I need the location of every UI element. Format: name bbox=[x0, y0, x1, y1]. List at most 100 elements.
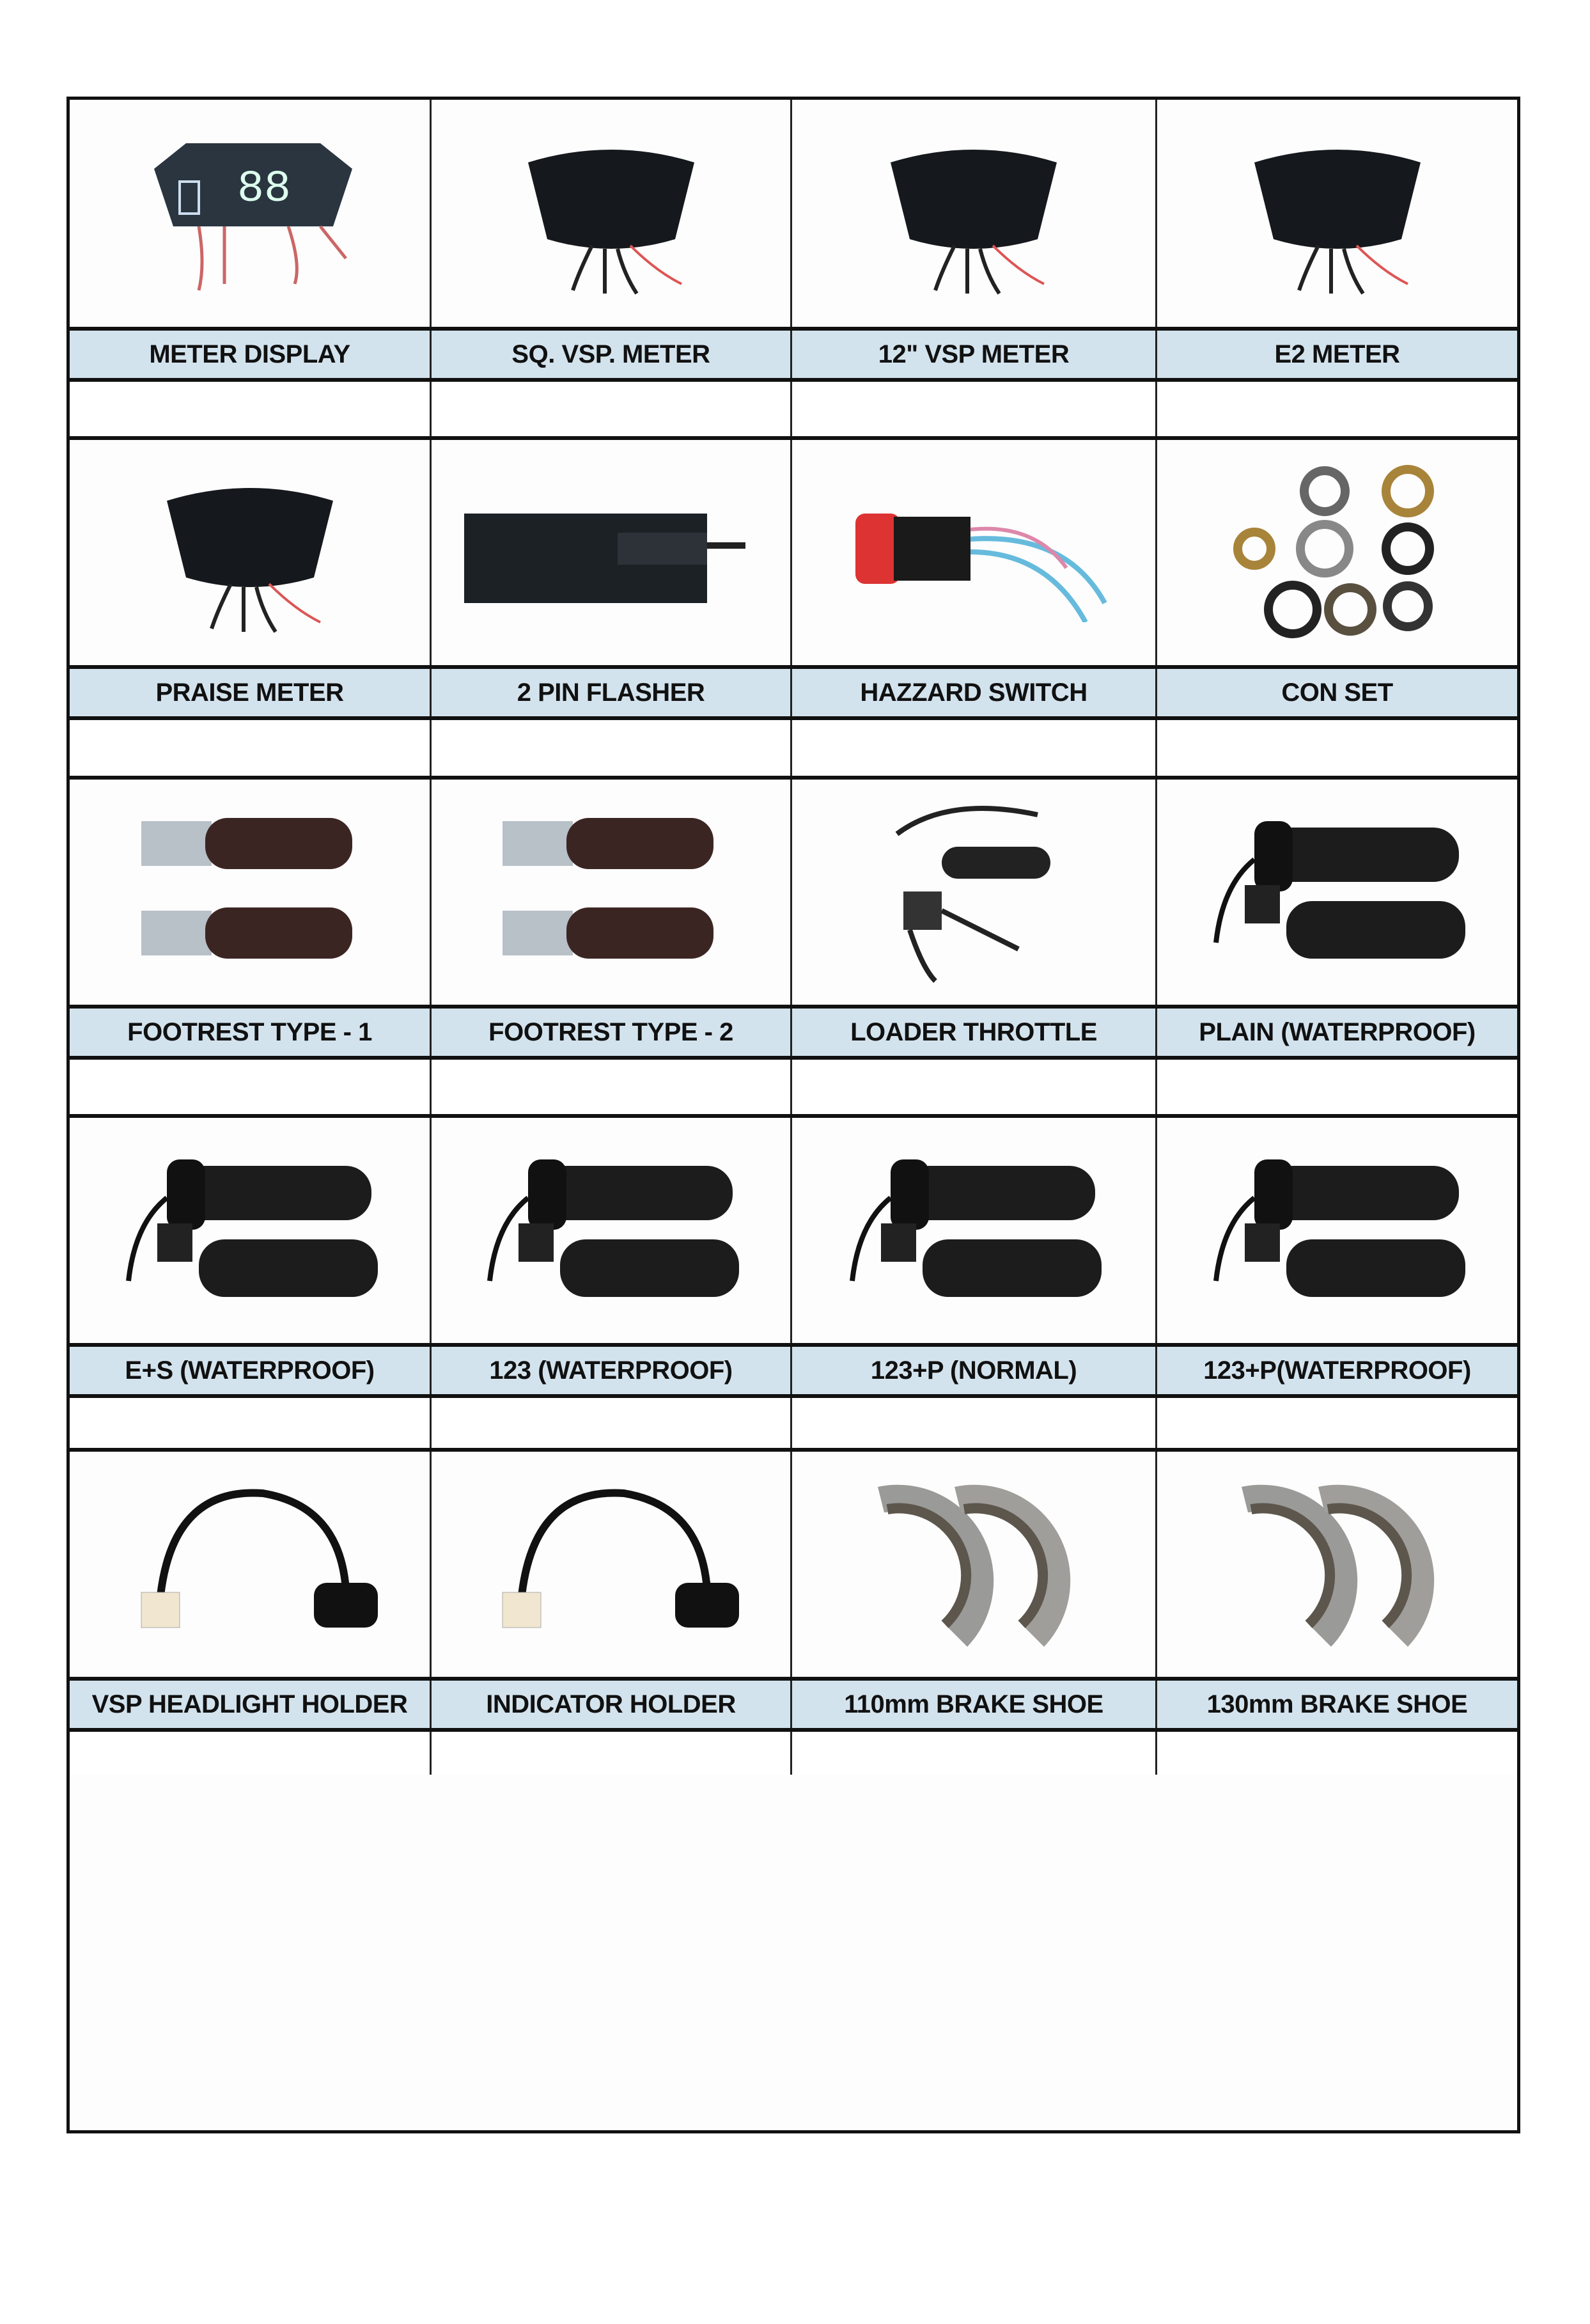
product-image-cell bbox=[70, 438, 432, 665]
product-label-row: METER DISPLAY SQ. VSP. METER 12" VSP METER… bbox=[70, 327, 1517, 382]
product-image-row bbox=[70, 1450, 1517, 1677]
grip-icon bbox=[1190, 1134, 1485, 1326]
product-row: VSP HEADLIGHT HOLDER INDICATOR HOLDER 110m… bbox=[70, 1448, 1517, 1777]
product-label-cell: E2 METER bbox=[1157, 331, 1517, 378]
product-image-cell bbox=[1157, 438, 1517, 665]
product-image-row: 88 bbox=[70, 100, 1517, 327]
product-label: SQ. VSP. METER bbox=[511, 340, 710, 368]
grip-icon bbox=[827, 1134, 1121, 1326]
product-image-cell bbox=[432, 100, 792, 327]
row-divider bbox=[70, 1448, 1517, 1452]
blank-cell bbox=[432, 1398, 792, 1450]
blank-cell bbox=[792, 1398, 1157, 1450]
product-label: METER DISPLAY bbox=[149, 340, 350, 368]
blank-cell bbox=[1157, 382, 1517, 438]
product-label-cell: FOOTREST TYPE - 2 bbox=[432, 1009, 792, 1056]
blank-cell bbox=[1157, 1060, 1517, 1116]
product-label: CON SET bbox=[1281, 678, 1393, 707]
blank-cell bbox=[432, 1732, 792, 1775]
blank-cell bbox=[792, 1060, 1157, 1116]
grip-icon bbox=[103, 1134, 397, 1326]
product-image-cell bbox=[70, 1450, 432, 1677]
product-image-cell bbox=[432, 778, 792, 1005]
product-label-cell: METER DISPLAY bbox=[70, 331, 432, 378]
brake-shoe-icon bbox=[839, 1461, 1108, 1666]
product-label: 2 PIN FLASHER bbox=[517, 678, 705, 707]
product-label-cell: 12" VSP METER bbox=[792, 331, 1157, 378]
product-label-cell: PRAISE METER bbox=[70, 669, 432, 716]
flasher-icon bbox=[451, 488, 771, 616]
product-label: 12" VSP METER bbox=[878, 340, 1070, 368]
grip-icon bbox=[464, 1134, 758, 1326]
blank-row bbox=[70, 720, 1517, 778]
product-label-cell: E+S (WATERPROOF) bbox=[70, 1347, 432, 1394]
product-image-row bbox=[70, 1116, 1517, 1343]
wire-holder-icon bbox=[97, 1468, 403, 1660]
product-image-cell bbox=[792, 438, 1157, 665]
product-label: 130mm BRAKE SHOE bbox=[1206, 1690, 1468, 1718]
product-label: INDICATOR HOLDER bbox=[486, 1690, 736, 1718]
product-label-cell: CON SET bbox=[1157, 669, 1517, 716]
product-label-row: VSP HEADLIGHT HOLDER INDICATOR HOLDER 110m… bbox=[70, 1677, 1517, 1732]
product-image-cell bbox=[792, 100, 1157, 327]
blank-cell bbox=[432, 382, 792, 438]
product-label: E+S (WATERPROOF) bbox=[125, 1356, 375, 1385]
blank-row bbox=[70, 1060, 1517, 1116]
product-label-cell: SQ. VSP. METER bbox=[432, 331, 792, 378]
brake-shoe-icon bbox=[1203, 1461, 1472, 1666]
product-label: LOADER THROTTLE bbox=[850, 1017, 1097, 1046]
product-label: VSP HEADLIGHT HOLDER bbox=[91, 1690, 408, 1718]
blank-cell bbox=[792, 382, 1157, 438]
throttle-icon bbox=[846, 796, 1102, 987]
blank-cell bbox=[792, 720, 1157, 778]
blank-cell bbox=[70, 382, 432, 438]
product-label-cell: 123+P (NORMAL) bbox=[792, 1347, 1157, 1394]
meter-display-icon: 88 bbox=[129, 130, 371, 297]
bearing-set-icon bbox=[1216, 462, 1459, 641]
product-image-cell bbox=[1157, 1116, 1517, 1343]
product-row: E+S (WATERPROOF) 123 (WATERPROOF) 123+P (N… bbox=[70, 1114, 1517, 1450]
row-divider bbox=[70, 436, 1517, 440]
blank-cell bbox=[1157, 1398, 1517, 1450]
blank-cell bbox=[1157, 720, 1517, 778]
meter-icon bbox=[490, 130, 733, 297]
product-image-cell bbox=[792, 1116, 1157, 1343]
product-image-cell bbox=[70, 778, 432, 1005]
svg-text:88: 88 bbox=[237, 164, 291, 215]
product-label-cell: 123+P(WATERPROOF) bbox=[1157, 1347, 1517, 1394]
wire-holder-icon bbox=[458, 1468, 765, 1660]
product-image-cell bbox=[1157, 778, 1517, 1005]
product-image-cell bbox=[432, 438, 792, 665]
meter-icon bbox=[852, 130, 1095, 297]
blank-row bbox=[70, 1732, 1517, 1775]
footrest-icon bbox=[477, 796, 745, 987]
footrest-icon bbox=[116, 796, 384, 987]
product-label: 110mm BRAKE SHOE bbox=[844, 1690, 1103, 1718]
product-label-cell: 2 PIN FLASHER bbox=[432, 669, 792, 716]
blank-cell bbox=[70, 1398, 432, 1450]
product-row: PRAISE METER 2 PIN FLASHER HAZZARD SWITCH C… bbox=[70, 436, 1517, 778]
product-label-cell: 110mm BRAKE SHOE bbox=[792, 1681, 1157, 1728]
row-divider bbox=[70, 776, 1517, 780]
product-image-cell bbox=[70, 1116, 432, 1343]
product-label-cell: INDICATOR HOLDER bbox=[432, 1681, 792, 1728]
product-label-cell: VSP HEADLIGHT HOLDER bbox=[70, 1681, 432, 1728]
blank-cell bbox=[70, 1732, 432, 1775]
product-image-cell bbox=[432, 1450, 792, 1677]
product-label-cell: 123 (WATERPROOF) bbox=[432, 1347, 792, 1394]
blank-cell bbox=[432, 720, 792, 778]
product-image-cell bbox=[792, 778, 1157, 1005]
product-image-cell bbox=[792, 1450, 1157, 1677]
product-image-row bbox=[70, 438, 1517, 665]
blank-cell bbox=[1157, 1732, 1517, 1775]
product-image-cell bbox=[1157, 1450, 1517, 1677]
product-label: HAZZARD SWITCH bbox=[860, 678, 1087, 707]
product-label: 123+P (NORMAL) bbox=[870, 1356, 1077, 1385]
row-divider bbox=[70, 1114, 1517, 1118]
product-label: 123 (WATERPROOF) bbox=[489, 1356, 733, 1385]
product-image-row bbox=[70, 778, 1517, 1005]
